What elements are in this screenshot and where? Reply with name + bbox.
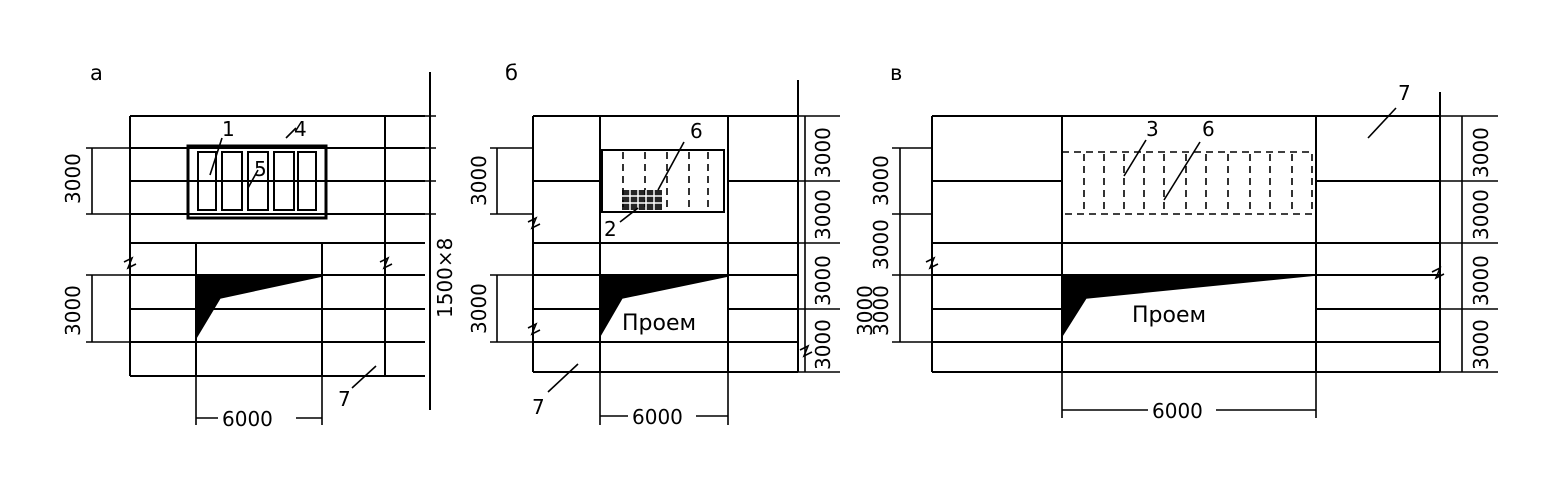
panel-b-leader-2 (619, 207, 639, 223)
panel-b-opening-label: Проем (622, 311, 696, 336)
panel-b-letter: б (505, 61, 518, 85)
panel-c-left-dim-1: 3000 (869, 155, 893, 206)
panel-a-opening-shade (195, 275, 323, 341)
panel-a-leader-7 (351, 365, 377, 389)
panel-c: в (853, 61, 1498, 423)
panel-b-right-dim-3: 3000 (811, 255, 835, 306)
panel-c-infill-panel (1061, 151, 1313, 215)
panel-a-letter: а (90, 61, 103, 85)
panel-b-width-dim (599, 372, 729, 425)
panel-c-letter: в (890, 61, 902, 85)
panel-a-dim-top: 3000 (61, 153, 85, 204)
panel-c-right-dims (1431, 115, 1498, 373)
panel-c-left-dims (892, 147, 939, 343)
panel-a-callout-4: 4 (294, 117, 307, 141)
panel-b-right-dim-2: 3000 (811, 189, 835, 240)
panel-c-leader-3 (1123, 139, 1147, 177)
panel-a-left-dim (86, 147, 137, 343)
panel-b-infill-panel (601, 149, 725, 213)
panel-a-leader-4 (285, 127, 297, 139)
panel-b-horizontal-lines (533, 115, 798, 373)
panel-a-callout-5: 5 (254, 157, 267, 181)
panel-c-left-dim-2: 3000 (869, 219, 893, 270)
panel-b-leader-6 (657, 141, 685, 191)
panel-b-left-dim (490, 147, 541, 343)
panel-a-leader-5 (247, 169, 259, 189)
panel-c-leader-6 (1163, 141, 1201, 201)
panel-c-opening-label: Проем (1132, 303, 1206, 328)
panel-a-leader-1 (209, 137, 223, 176)
panel-c-callout-3: 3 (1146, 117, 1159, 141)
panel-c-callout-7: 7 (1398, 81, 1411, 105)
panel-a-window-block (186, 144, 328, 220)
panel-a-dim-side: 1500×8 (433, 238, 457, 318)
panel-c-horizontal-lines (932, 115, 1440, 373)
panel-b-opening-shade (599, 275, 729, 339)
panel-b-callout-6: 6 (690, 119, 703, 143)
panel-b-dim-width: 6000 (632, 405, 683, 429)
panel-b: б (467, 61, 840, 429)
panel-b-leader-7 (547, 363, 579, 393)
panel-a: а (61, 61, 457, 431)
panel-b-right-dim-4: 3000 (811, 319, 835, 370)
panel-a-callout-1: 1 (222, 117, 235, 141)
panel-a-callout-7: 7 (338, 387, 351, 411)
panel-a-right-dim (379, 115, 436, 270)
panel-c-width-dim (1061, 372, 1317, 418)
panel-b-callout-7: 7 (532, 395, 545, 419)
panel-c-dim-width: 6000 (1152, 399, 1203, 423)
panel-c-callout-6: 6 (1202, 117, 1215, 141)
panel-a-dim-width: 6000 (222, 407, 273, 431)
panel-b-right-dims (798, 115, 840, 373)
panel-b-right-dim-1: 3000 (811, 127, 835, 178)
panel-c-right-dim-3: 3000 (1469, 255, 1493, 306)
panel-c-opening-shade (1061, 274, 1317, 339)
panel-b-callout-2: 2 (604, 217, 617, 241)
panel-c-leader-7 (1367, 107, 1397, 139)
panel-b-dim-bottom: 3000 (467, 283, 491, 334)
panel-b-dim-top: 3000 (467, 155, 491, 206)
panel-a-width-dim (195, 376, 323, 425)
panel-a-dim-bottom: 3000 (61, 285, 85, 336)
panel-c-right-dim-4: 3000 (1469, 319, 1493, 370)
panel-c-left-dim-3: 3000 (869, 285, 893, 336)
panel-c-right-dim-2: 3000 (1469, 189, 1493, 240)
panel-c-left-dim-4: 3000 (853, 285, 877, 336)
panel-c-right-dim-1: 3000 (1469, 127, 1493, 178)
panel-a-horizontal-lines (130, 115, 425, 377)
